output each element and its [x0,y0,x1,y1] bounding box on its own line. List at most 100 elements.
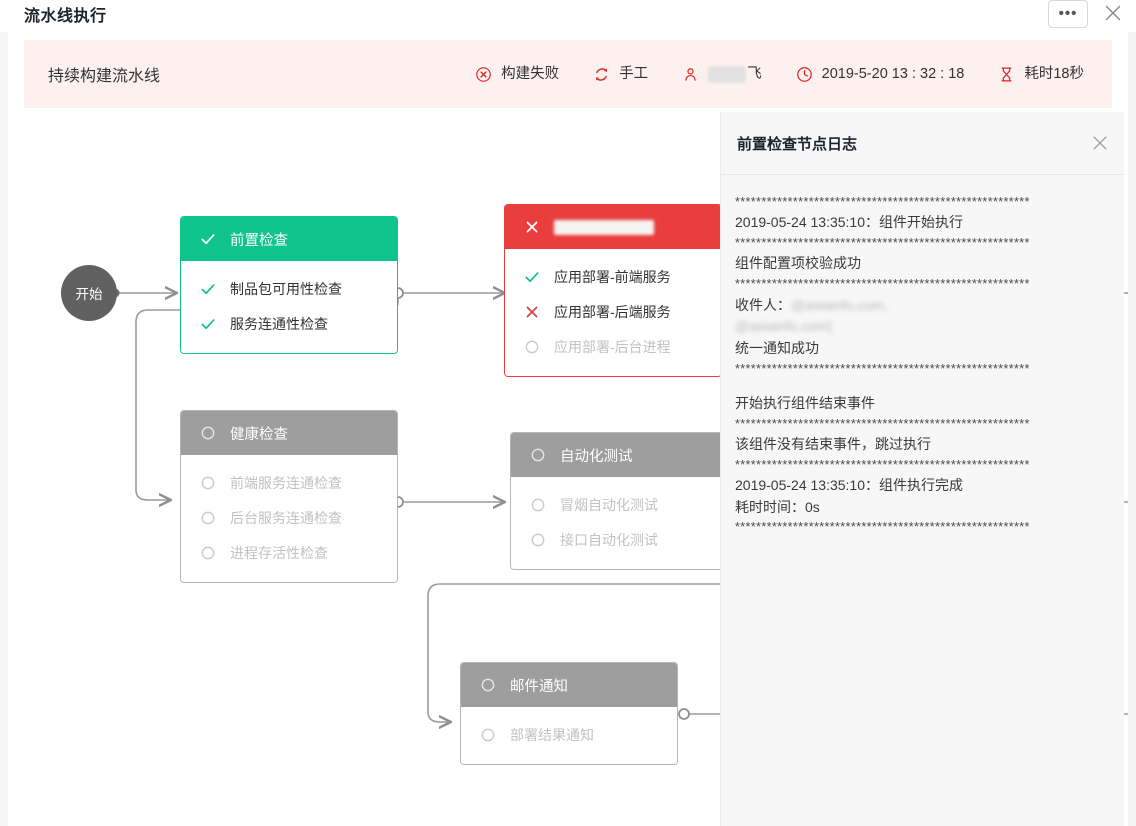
task-row[interactable]: 应用部署-后台进程 [505,329,721,364]
log-line-blank [735,379,1110,393]
stage-task-list: 制品包可用性检查 服务连通性检查 [181,261,397,353]
log-line-redacted: @asiainfo.com] [735,316,1110,338]
start-node[interactable]: 开始 [61,265,117,321]
page-title: 流水线执行 [24,8,107,25]
stage-task-list: 前端服务连通检查 后台服务连通检查 进程存活性检查 [181,455,397,582]
stage-title: 自动化测试 [560,448,633,465]
banner-meta-group: 构建失败 手工 飞 2019-5-20 13 : 32 [441,65,1112,83]
check-icon [201,318,215,329]
task-label: 应用部署-前端服务 [554,268,671,285]
log-line: ****************************************… [735,236,1030,251]
log-line: 组件配置项校验成功 [735,255,861,272]
clock-icon [796,66,812,82]
log-line: ****************************************… [735,457,1030,472]
task-row[interactable]: 冒烟自动化测试 [511,487,727,522]
stage-title: 健康检查 [230,426,288,443]
trigger-type-label: 手工 [619,65,649,82]
task-label: 接口自动化测试 [560,531,658,548]
task-row[interactable]: 前端服务连通检查 [181,465,397,500]
circle-icon [481,678,495,692]
stage-task-list: 应用部署-前端服务 应用部署-后端服务 应用部署-后台进程 [505,249,721,376]
start-node-label: 开始 [75,287,103,302]
task-row[interactable]: 应用部署-前端服务 [505,259,721,294]
right-edge-strip [1128,32,1136,826]
task-row[interactable]: 应用部署-后端服务 [505,294,721,329]
executor-user-label: 飞 [747,65,762,82]
stage-task-list: 部署结果通知 [461,707,677,764]
circle-icon [201,476,215,489]
log-line: ****************************************… [735,520,1030,535]
task-label: 进程存活性检查 [230,544,328,561]
log-panel-title: 前置检查节点日志 [737,135,858,153]
circle-icon [201,546,215,559]
circle-icon [201,426,215,440]
cross-icon [526,221,538,233]
log-line-masked-email: @asiainfo.com, [791,296,888,313]
stage-header: 邮件通知 [461,663,677,707]
window-titlebar: 流水线执行 ••• [0,0,1136,32]
stage-header [505,205,721,249]
cross-icon [526,306,538,317]
task-row[interactable]: 制品包可用性检查 [181,271,397,306]
pipeline-name: 持续构建流水线 [48,68,161,85]
user-icon [685,67,696,81]
log-line: 统一通知成功 [735,339,819,356]
circle-icon [201,511,215,524]
refresh-icon [595,67,608,81]
task-row[interactable]: 接口自动化测试 [511,522,727,557]
circle-icon [525,340,539,353]
log-line: 开始执行组件结束事件 [735,394,875,411]
stage-card-auto-test[interactable]: 自动化测试 冒烟自动化测试 接口自动化测试 [510,432,728,570]
duration-label: 耗时18秒 [1024,65,1084,82]
more-options-button[interactable]: ••• [1048,0,1088,28]
stage-card-mail-notify[interactable]: 邮件通知 部署结果通知 [460,662,678,765]
status-badge-label: 构建失败 [501,65,560,82]
close-icon[interactable] [1102,2,1124,24]
log-line-masked-email: @asiainfo.com] [735,318,832,335]
task-label: 应用部署-后端服务 [554,303,671,320]
circle-icon [531,448,545,462]
status-badge: 构建失败 [475,66,559,83]
task-row[interactable]: 后台服务连通检查 [181,500,397,535]
log-line: ****************************************… [735,416,1030,431]
stage-card-app-deploy[interactable]: 应用部署-前端服务 应用部署-后端服务 应用部署-后台进程 [504,204,722,377]
hourglass-icon [1001,66,1012,82]
circle-icon [531,498,545,511]
circle-icon [481,728,495,741]
circle-icon [531,533,545,546]
stage-card-pre-check[interactable]: 前置检查 制品包可用性检查 服务连通性检查 [180,216,398,354]
task-label: 后台服务连通检查 [230,509,342,526]
log-line: ****************************************… [735,361,1030,376]
stage-header: 前置检查 [181,217,397,261]
task-label: 前端服务连通检查 [230,474,342,491]
task-label: 冒烟自动化测试 [560,496,658,513]
check-icon [201,234,215,245]
log-body[interactable]: ****************************************… [721,175,1124,815]
redacted-stage-title-mask [554,219,654,235]
task-label: 制品包可用性检查 [230,280,342,297]
task-row[interactable]: 进程存活性检查 [181,535,397,570]
task-label: 服务连通性检查 [230,315,328,332]
node-log-panel: 前置检查节点日志 *******************************… [720,112,1124,826]
check-icon [201,283,215,294]
error-circle-icon [476,66,491,82]
execution-time-label: 2019-5-20 13 : 32 : 18 [821,65,965,82]
stage-header: 自动化测试 [511,433,727,477]
stage-card-health-check[interactable]: 健康检查 前端服务连通检查 后台服务连通检查 进程存活性检查 [180,410,398,583]
task-row[interactable]: 服务连通性检查 [181,306,397,341]
duration: 耗时18秒 [998,66,1084,83]
log-line: 该组件没有结束事件，跳过执行 [735,436,931,452]
stage-title: 前置检查 [230,232,288,249]
log-line: 2019-05-24 13:35:10：组件执行完成 [735,477,963,494]
log-line: ****************************************… [735,277,1030,292]
stage-task-list: 冒烟自动化测试 接口自动化测试 [511,477,727,569]
trigger-type: 手工 [593,66,648,83]
stage-title: 邮件通知 [510,678,568,695]
check-icon [525,271,539,282]
log-line: 2019-05-24 13:35:10：组件开始执行 [735,214,963,231]
close-icon[interactable] [1090,133,1110,153]
task-row[interactable]: 部署结果通知 [461,717,677,752]
ellipsis-icon: ••• [1058,5,1078,22]
log-panel-header: 前置检查节点日志 [721,112,1124,175]
log-line: ****************************************… [735,195,1030,209]
